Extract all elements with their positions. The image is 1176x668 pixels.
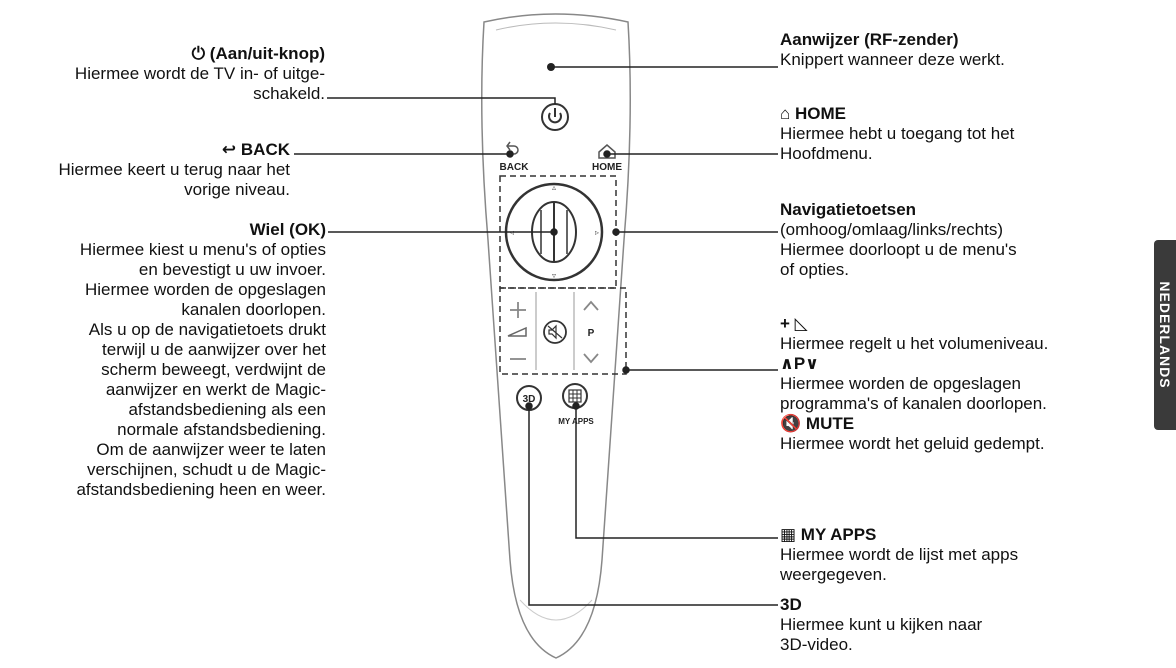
- callout-volume-title: +: [780, 314, 790, 333]
- leader-lines: [294, 66, 778, 606]
- home-button-label: HOME: [592, 162, 622, 173]
- myapps-icon: ▦: [780, 525, 797, 544]
- nav-down-arrow[interactable]: ▿: [552, 271, 556, 280]
- callout-3d: 3D Hiermee kunt u kijken naar 3D-video.: [780, 595, 1140, 655]
- callout-power-title: (Aan/uit-knop): [209, 44, 325, 63]
- callout-pointer-desc: Knippert wanneer deze werkt.: [780, 50, 1005, 69]
- power-button[interactable]: [541, 103, 569, 131]
- callout-nav-title: Navigatietoetsen: [780, 200, 917, 219]
- back-button[interactable]: BACK: [500, 141, 530, 173]
- program-label: P: [588, 328, 595, 339]
- program-down-icon: ∨: [805, 354, 819, 373]
- volume-icon-label: ◺: [794, 314, 808, 333]
- callout-pointer-title: Aanwijzer (RF-zender): [780, 30, 959, 49]
- mute-button[interactable]: [543, 320, 567, 344]
- callout-back-desc: Hiermee keert u terug naar het vorige ni…: [58, 160, 290, 199]
- back-button-label: BACK: [500, 162, 530, 173]
- callout-program-desc: Hiermee worden de opgeslagen programma's…: [780, 374, 1047, 413]
- callout-pointer: Aanwijzer (RF-zender) Knippert wanneer d…: [780, 30, 1150, 70]
- callout-3d-desc: Hiermee kunt u kijken naar 3D-video.: [780, 615, 983, 654]
- volume-program-area: [499, 287, 627, 375]
- program-down-button[interactable]: [583, 353, 599, 364]
- callout-myapps: ▦ MY APPS Hiermee wordt de lijst met app…: [780, 525, 1170, 585]
- callout-volume-desc: Hiermee regelt u het volumeniveau.: [780, 334, 1049, 353]
- language-side-tab: NEDERLANDS: [1154, 240, 1176, 430]
- callout-home-title: HOME: [795, 104, 847, 123]
- callout-home: ⌂ HOME Hiermee hebt u toegang tot het Ho…: [780, 104, 1170, 164]
- callout-power: ⏻ (Aan/uit-knop) Hiermee wordt de TV in-…: [0, 44, 325, 104]
- program-up-button[interactable]: [583, 300, 599, 311]
- power-icon: ⏻: [191, 44, 206, 63]
- callout-myapps-title: MY APPS: [800, 525, 877, 544]
- back-icon: ↩: [221, 140, 237, 159]
- leader-power: [327, 97, 556, 104]
- nav-right-arrow[interactable]: ▹: [595, 228, 599, 237]
- callout-volume-group: + ◺ Hiermee regelt u het volumeniveau. ∧…: [780, 314, 1150, 454]
- home-icon: ⌂: [780, 104, 791, 123]
- leader-3d: [528, 406, 778, 606]
- 3d-button-label: 3D: [523, 394, 536, 405]
- language-side-tab-label: NEDERLANDS: [1157, 281, 1173, 389]
- program-up-icon: ∧: [780, 354, 794, 373]
- callout-program-title: P: [793, 354, 806, 373]
- volume-up-button[interactable]: [510, 302, 526, 318]
- volume-icon: [507, 326, 527, 337]
- callout-wheel-title: Wiel (OK): [249, 220, 326, 239]
- callout-home-desc: Hiermee hebt u toegang tot het Hoofdmenu…: [780, 124, 1015, 163]
- leader-myapps: [575, 406, 778, 539]
- nav-up-arrow[interactable]: ▵: [552, 183, 556, 192]
- callout-wheel-desc: Hiermee kiest u menu's of opties en beve…: [76, 240, 326, 499]
- callout-3d-title: 3D: [780, 595, 802, 614]
- callout-nav-desc: (omhoog/omlaag/links/rechts) Hiermee doo…: [780, 220, 1017, 279]
- callout-power-desc: Hiermee wordt de TV in- of uitge- schake…: [74, 64, 325, 103]
- callout-wheel: Wiel (OK) Hiermee kiest u menu's of opti…: [0, 220, 326, 500]
- callout-mute-title: MUTE: [805, 414, 855, 433]
- callout-myapps-desc: Hiermee wordt de lijst met apps weergege…: [780, 545, 1019, 584]
- callout-nav: Navigatietoetsen (omhoog/omlaag/links/re…: [780, 200, 1140, 280]
- home-button[interactable]: HOME: [592, 144, 622, 173]
- mute-icon: 🔇: [780, 414, 802, 433]
- callout-back-title: BACK: [240, 140, 290, 159]
- callout-back: ↩ BACK Hiermee keert u terug naar het vo…: [0, 140, 290, 200]
- callout-mute-desc: Hiermee wordt het geluid gedempt.: [780, 434, 1045, 453]
